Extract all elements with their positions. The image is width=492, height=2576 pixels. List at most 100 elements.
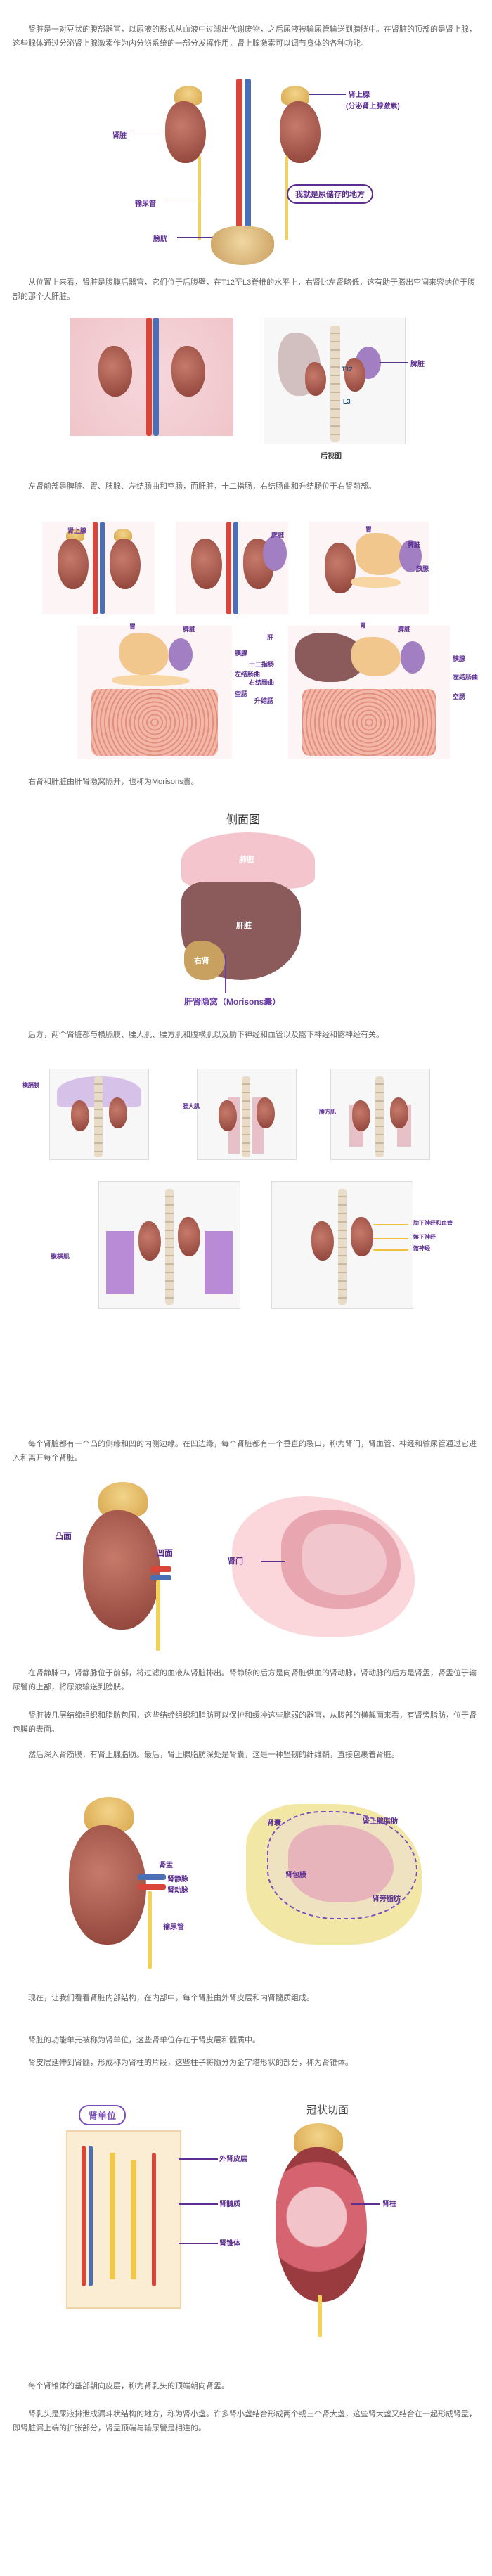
label-spleen-2: 脾脏	[271, 532, 285, 539]
panel-nerves	[271, 1181, 413, 1309]
label-jejunum: 空肠	[235, 690, 248, 697]
figure-kidney-layers: 肾盂 肾静脉 肾动脉 输尿管 肾囊 肾上腺脂肪 肾包膜 肾旁脂肪	[0, 1797, 492, 1980]
panel-diaphragm	[49, 1069, 149, 1160]
label-iliohypogastric: 髂下神经	[413, 1234, 436, 1240]
panel-right-colon	[288, 626, 450, 759]
pouch-leader	[225, 983, 226, 993]
right-kidney	[280, 101, 321, 163]
paragraph-columns: 肾皮层延伸到肾髓，形成称为肾柱的片段，这些柱子将髓分为金字塔形状的部分，称为肾锥…	[28, 2059, 353, 2067]
label-medulla: 肾髓质	[219, 2201, 240, 2208]
label-spleen-4: 脾脏	[183, 626, 196, 633]
label-convex: 凸面	[55, 1531, 72, 1541]
caption-posterior: 后视图	[321, 453, 342, 461]
label-spleen-5: 脾脏	[398, 626, 411, 633]
vena-cava	[245, 79, 251, 240]
label-cortex: 外肾皮层	[219, 2156, 247, 2163]
label-transversus: 腹横肌	[51, 1253, 70, 1260]
label-l3: L3	[343, 398, 351, 405]
panel-psoas	[197, 1069, 297, 1160]
label-artery: 肾动脉	[167, 1887, 188, 1895]
panel-left-colon	[77, 626, 232, 759]
panel-quadratus	[330, 1069, 430, 1160]
label-hilum: 肾门	[228, 1557, 243, 1566]
label-adrenal-2: 肾上腺	[67, 527, 87, 534]
label-coronal: 冠状切面	[306, 2104, 349, 2116]
label-fascia: 肾包膜	[285, 1872, 306, 1879]
label-t12: T12	[342, 366, 353, 373]
figure-posterior-relations: 横膈膜 腰大肌 腰方肌 腹横肌	[0, 1069, 492, 1434]
pouch-arc	[225, 955, 226, 983]
label-adrenal-fat: 肾上腺脂肪	[363, 1818, 398, 1826]
paragraph-internal: 现在，让我们看看肾脏内部结构，在内部中，每个肾脏由外肾皮层和内肾髓质组成。	[28, 1994, 314, 2002]
leader-hilum	[261, 1561, 285, 1562]
leader-adrenal	[309, 94, 346, 95]
lung-region	[181, 832, 315, 889]
leader-pyramid	[179, 2243, 218, 2244]
panel-transversus	[98, 1181, 240, 1309]
label-stomach: 胃	[365, 526, 373, 533]
figure-coronal-section: 肾单位 外肾皮层 肾髓质 肾锥体 冠状切面 肾柱	[0, 2098, 492, 2344]
paragraph-posterior-relations: 后方，两个肾脏都与横膈膜、腰大肌、腰方肌和腹横肌以及肋下神经和血管以及髂下神经和…	[28, 1031, 384, 1039]
label-stomach-3: 胃	[360, 622, 367, 629]
label-concave: 凹面	[156, 1548, 174, 1558]
speech-bubble: 我就是尿储存的地方	[287, 184, 373, 204]
label-perirenal: 肾旁脂肪	[373, 1895, 401, 1903]
label-adrenal-sub: (分泌肾上腺激素)	[346, 103, 400, 110]
label-bladder: 膀胱	[153, 236, 167, 243]
label-spleen-3: 脾脏	[408, 541, 421, 548]
label-ascending: 升结肠	[254, 697, 274, 704]
label-quadratus: 腰方肌	[319, 1109, 336, 1115]
label-pancreas: 胰腺	[416, 565, 429, 572]
label-jejunum-3: 空肠	[453, 693, 466, 700]
right-kidney-lateral	[184, 941, 225, 980]
label-psoas: 腰大肌	[183, 1103, 200, 1109]
label-diaphragm: 横膈膜	[22, 1082, 39, 1088]
nephron-illustration	[66, 2130, 181, 2309]
label-pyramid: 肾锥体	[219, 2240, 240, 2248]
label-kidney-lateral: 右肾	[194, 957, 209, 965]
label-liver-lateral: 肝脏	[236, 922, 252, 930]
label-stomach-2: 胃	[129, 623, 136, 630]
paragraph-connective: 肾脏被几层结缔组织和脂肪包围，这些结缔组织和脂肪可以保护和缓冲这些脆弱的器官，从…	[13, 1711, 477, 1734]
label-subcostal: 肋下神经和血管	[413, 1220, 453, 1226]
label-liver: 肝	[267, 634, 274, 641]
posterior-illustration	[264, 318, 406, 444]
paragraph-morisons: 右肾和肝脏由肝肾隐窝隔开，也称为Morisons囊。	[28, 778, 199, 786]
label-duodenum: 十二指肠	[249, 661, 275, 668]
paragraph-position: 从位置上来看，肾脏是腹膜后器官，它们位于后腹壁，在T12至L3脊椎的水平上，右肾…	[13, 278, 476, 301]
aorta	[236, 79, 242, 240]
leader-cortex	[179, 2158, 218, 2160]
panel-spleen	[176, 522, 288, 614]
label-left-flexure-3: 左结肠曲	[453, 674, 479, 681]
figure-posterior-view: 脾脏 T12 L3 后视图	[0, 318, 492, 469]
right-ureter	[285, 156, 288, 240]
kidney-coronal	[276, 2147, 367, 2302]
lateral-title: 侧面图	[226, 814, 261, 826]
leader-spleen	[380, 362, 408, 363]
figure-kidney-hilum: 凸面 凹面 肾门	[0, 1482, 492, 1658]
leader-medulla	[179, 2203, 218, 2205]
label-pancreas-3: 胰腺	[453, 655, 466, 662]
left-kidney	[165, 101, 206, 163]
panel-adrenal	[42, 522, 155, 614]
figure-urinary-system: 肾上腺 (分泌肾上腺激素) 肾脏 输尿管 膀胱 我就是尿储存的地方	[0, 79, 492, 269]
kidney-vessels	[69, 1825, 146, 1945]
label-ureter: 输尿管	[135, 200, 156, 208]
panel-stomach	[309, 522, 429, 614]
paragraph-calyces: 肾乳头是尿液排泄成漏斗状结构的地方，称为肾小盏。许多肾小盏结合形成两个或三个肾大…	[13, 2410, 477, 2433]
label-right-flexure: 右结肠曲	[249, 679, 275, 686]
label-adrenal: 肾上腺	[349, 91, 370, 99]
bladder	[211, 226, 274, 265]
anterior-illustration	[70, 318, 233, 436]
left-ureter	[198, 156, 201, 240]
label-vein: 肾静脉	[167, 1876, 188, 1883]
figure-lateral-view: 侧面图 肺脏 肝脏 右肾 肝肾隐窝（Morisons囊）	[0, 807, 492, 1011]
leader-column	[351, 2203, 380, 2205]
paragraph-capsule: 然后深入肾筋膜，有肾上腺脂肪。最后，肾上腺脂肪深处是肾囊，这是一种坚韧的纤维鞘，…	[28, 1751, 399, 1759]
figure-anterior-relations: 肾上腺 脾脏 胃 脾脏 胰腺 胃 脾脏 胰腺 左结肠曲 空肠	[0, 522, 492, 824]
paragraph-hilum: 每个肾脏都有一个凸的侧缘和凹的内侧边缘。在凹边缘，每个肾脏都有一个垂直的裂口，称…	[13, 1440, 477, 1462]
kidney-side	[83, 1510, 160, 1630]
label-column: 肾柱	[382, 2201, 396, 2208]
label-lung: 肺脏	[239, 856, 254, 864]
